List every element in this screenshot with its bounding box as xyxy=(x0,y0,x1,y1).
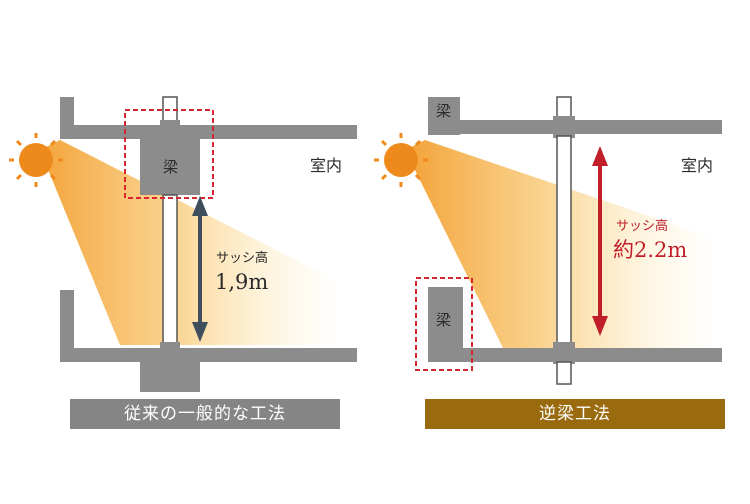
right-arrow-head-top xyxy=(592,146,608,166)
left-lower-wall xyxy=(60,290,74,362)
right-sun-icon xyxy=(374,133,428,187)
left-sunlight-beam xyxy=(40,140,345,345)
right-caption: 逆梁工法 xyxy=(425,399,725,429)
left-beam-highlight xyxy=(124,109,214,199)
right-beam-highlight xyxy=(415,277,473,371)
left-sun-icon xyxy=(9,133,63,187)
right-column-joint-top xyxy=(553,116,575,138)
left-caption: 従来の一般的な工法 xyxy=(70,399,340,429)
left-arrow-head-top xyxy=(192,196,208,216)
left-column-joint-top xyxy=(160,120,180,130)
left-upper-slab xyxy=(60,125,357,139)
left-beam-label: 梁 xyxy=(163,158,179,176)
left-sash-label: サッシ高 xyxy=(216,251,269,266)
left-lower-beam xyxy=(140,360,200,392)
right-sash-value: 約2.2m xyxy=(613,238,688,262)
left-arrow-head-bottom xyxy=(192,322,208,342)
left-diagram xyxy=(9,96,357,392)
left-room-label: 室内 xyxy=(310,156,343,175)
right-beam-bottom-label: 梁 xyxy=(436,311,452,329)
right-sash-label: サッシ高 xyxy=(616,219,669,234)
left-lower-slab xyxy=(60,348,357,362)
right-column-bottom xyxy=(556,361,572,385)
left-sash xyxy=(162,194,178,346)
left-sash-value: 1,9m xyxy=(215,270,269,294)
right-column-joint-bottom xyxy=(553,342,575,364)
right-room-label: 室内 xyxy=(681,156,714,175)
left-beam xyxy=(140,125,200,195)
right-beam-top-label: 梁 xyxy=(436,102,452,120)
left-column-joint xyxy=(160,342,180,352)
right-sash xyxy=(556,135,572,347)
right-diagram xyxy=(374,96,722,385)
right-arrow-head-bottom xyxy=(592,316,608,336)
